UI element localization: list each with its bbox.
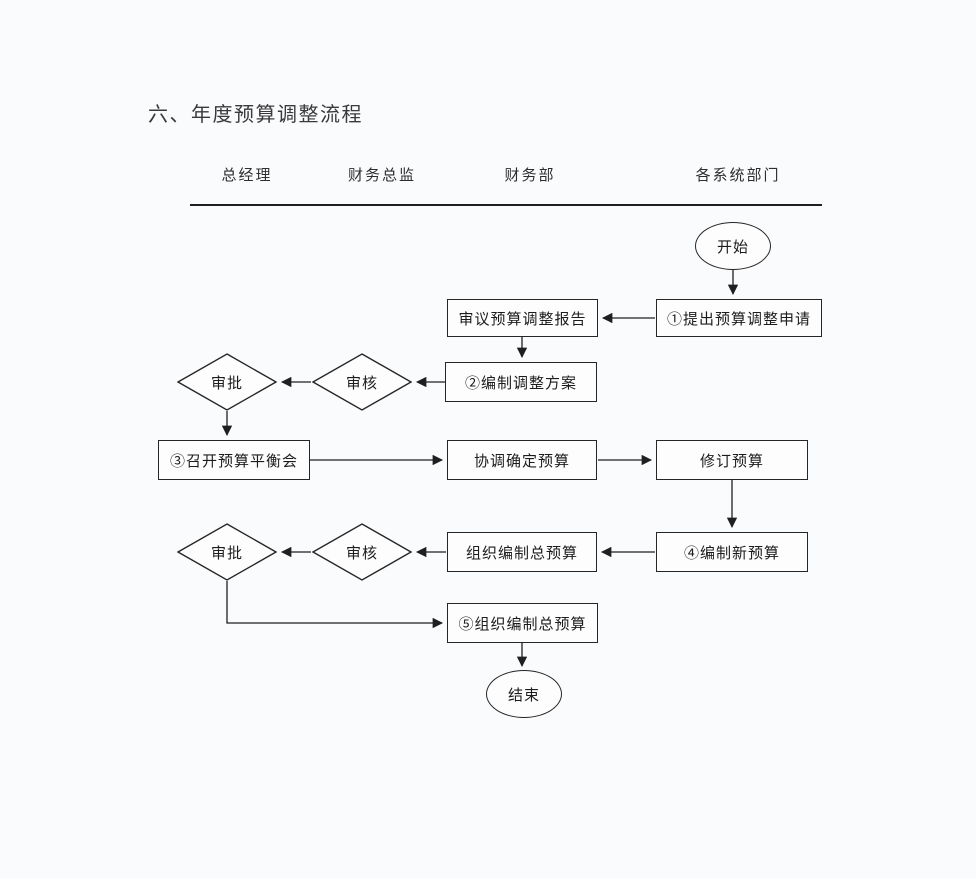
connector-approve2-to-step5 bbox=[226, 581, 444, 629]
node-revise-budget: 修订预算 bbox=[656, 440, 808, 480]
lane-divider-line bbox=[190, 204, 822, 206]
node-step4-label: ④编制新预算 bbox=[683, 545, 780, 562]
diamond-shape bbox=[312, 523, 412, 581]
node-approve1-decision: 审批 bbox=[177, 353, 277, 411]
node-organize-total-budget: 组织编制总预算 bbox=[447, 532, 597, 572]
lane-header-system-depts: 各系统部门 bbox=[695, 168, 781, 184]
node-step1-label: ①提出预算调整申请 bbox=[666, 311, 811, 328]
node-step3-label: ③召开预算平衡会 bbox=[169, 453, 298, 470]
node-step1-submit-adjustment-request: ①提出预算调整申请 bbox=[656, 299, 822, 337]
node-check1-decision: 审核 bbox=[312, 353, 412, 411]
node-step5-label: ⑤组织编制总预算 bbox=[458, 616, 587, 633]
node-coordinate-determine-budget: 协调确定预算 bbox=[447, 440, 597, 480]
node-step3-hold-balance-meeting: ③召开预算平衡会 bbox=[158, 440, 310, 480]
node-start-terminator: 开始 bbox=[695, 222, 771, 270]
node-approve1-label: 审批 bbox=[210, 375, 243, 392]
node-revise-label: 修订预算 bbox=[699, 453, 764, 470]
node-step2-label: ②编制调整方案 bbox=[464, 375, 577, 392]
node-check2-decision: 审核 bbox=[312, 523, 412, 581]
node-coordinate-label: 协调确定预算 bbox=[473, 453, 570, 470]
lane-header-cfo: 财务总监 bbox=[347, 168, 416, 184]
node-start-label: 开始 bbox=[716, 239, 749, 256]
node-check1-label: 审核 bbox=[345, 375, 378, 392]
node-check2-label: 审核 bbox=[345, 545, 378, 562]
node-step5-organize-total-budget: ⑤组织编制总预算 bbox=[447, 603, 598, 643]
node-review-adjustment-report: 审议预算调整报告 bbox=[447, 299, 598, 337]
node-review-report-label: 审议预算调整报告 bbox=[458, 311, 587, 328]
diamond-shape bbox=[177, 353, 277, 411]
node-end-terminator: 结束 bbox=[486, 670, 562, 718]
diamond-shape bbox=[312, 353, 412, 411]
node-organize-label: 组织编制总预算 bbox=[465, 545, 578, 562]
page-title: 六、年度预算调整流程 bbox=[148, 104, 363, 126]
lane-header-finance-dept: 财务部 bbox=[504, 168, 556, 184]
node-approve2-decision: 审批 bbox=[177, 523, 277, 581]
node-step4-prepare-new-budget: ④编制新预算 bbox=[656, 532, 808, 572]
node-approve2-label: 审批 bbox=[210, 545, 243, 562]
lane-header-general-manager: 总经理 bbox=[221, 168, 273, 184]
node-end-label: 结束 bbox=[507, 687, 540, 704]
node-step2-prepare-adjustment-plan: ②编制调整方案 bbox=[445, 362, 597, 402]
diamond-shape bbox=[177, 523, 277, 581]
